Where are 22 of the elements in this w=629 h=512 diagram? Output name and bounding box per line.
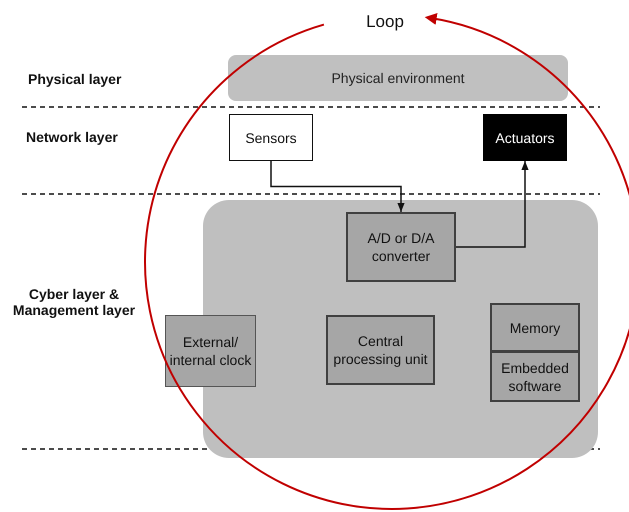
process-box bbox=[483, 114, 567, 161]
layer-label: Cyber layer & Management layer bbox=[12, 286, 136, 318]
node-label: Central processing unit bbox=[332, 332, 429, 369]
process-box bbox=[165, 315, 256, 387]
node-label: Actuators bbox=[494, 128, 556, 148]
process-box bbox=[326, 315, 435, 385]
layer-label: Network layer bbox=[26, 129, 119, 145]
arrow bbox=[270, 161, 405, 212]
environment-band bbox=[228, 55, 568, 101]
process-box bbox=[490, 303, 580, 352]
layer-label: Physical layer bbox=[28, 71, 122, 87]
node-label: Physical environment bbox=[330, 69, 466, 88]
process-box bbox=[490, 351, 580, 402]
loop-label: Loop bbox=[365, 12, 405, 32]
node-label: External/ internal clock bbox=[168, 333, 252, 370]
process-box bbox=[229, 114, 313, 161]
node-label: Sensors bbox=[244, 128, 298, 148]
arrow bbox=[456, 161, 529, 248]
node-label: Embedded software bbox=[500, 358, 570, 396]
node-label: Memory bbox=[508, 318, 562, 338]
node-label: A/D or D/A converter bbox=[366, 229, 436, 266]
process-box bbox=[346, 212, 456, 282]
